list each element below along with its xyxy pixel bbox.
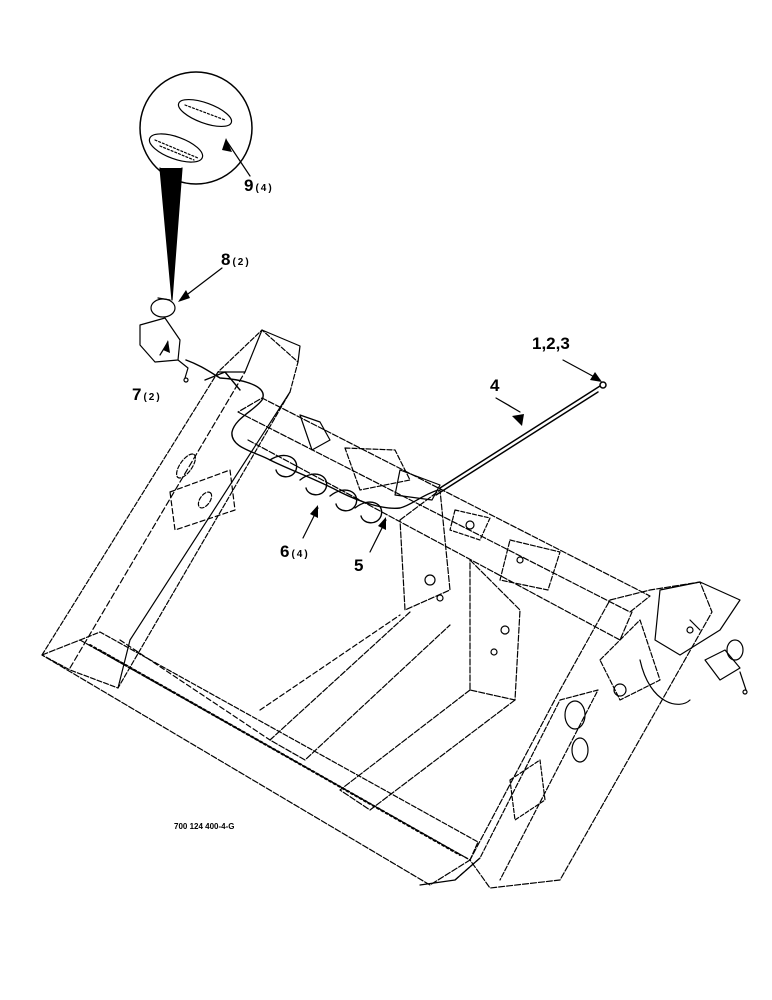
callout-7-qty: (2) — [143, 392, 162, 403]
wiring-harness — [185, 359, 439, 524]
cable — [435, 381, 607, 496]
callout-4-number: 4 — [490, 376, 500, 395]
callout-7: 7(2) — [132, 386, 162, 404]
center-supports — [119, 489, 521, 811]
callout-8-qty: (2) — [232, 257, 251, 268]
right-lamp — [639, 639, 748, 705]
callout-9-number: 9 — [244, 176, 254, 195]
cross-beam — [237, 397, 651, 641]
left-lamp — [139, 297, 189, 383]
callout-9: 9(4) — [244, 177, 274, 195]
callout-5-number: 5 — [354, 556, 364, 575]
cutter-bar — [41, 631, 479, 886]
drawing-number: 700 124 400-4-G — [174, 822, 235, 831]
callout-1-2-3: 1,2,3 — [532, 335, 570, 353]
callout-6-qty: (4) — [291, 549, 310, 560]
callout-4: 4 — [490, 377, 499, 395]
detail-magnifier — [139, 71, 253, 301]
callout-1-2-3-number: 1,2,3 — [532, 334, 570, 353]
callout-8: 8(2) — [221, 251, 251, 269]
callout-9-qty: (4) — [255, 183, 274, 194]
callout-6: 6(4) — [280, 543, 310, 561]
arrow-heads — [163, 138, 602, 530]
callout-7-number: 7 — [132, 385, 142, 404]
left-side-frame — [41, 329, 301, 689]
right-side-frame — [419, 581, 741, 889]
callout-8-number: 8 — [221, 250, 231, 269]
callout-6-number: 6 — [280, 542, 290, 561]
callout-5: 5 — [354, 557, 363, 575]
